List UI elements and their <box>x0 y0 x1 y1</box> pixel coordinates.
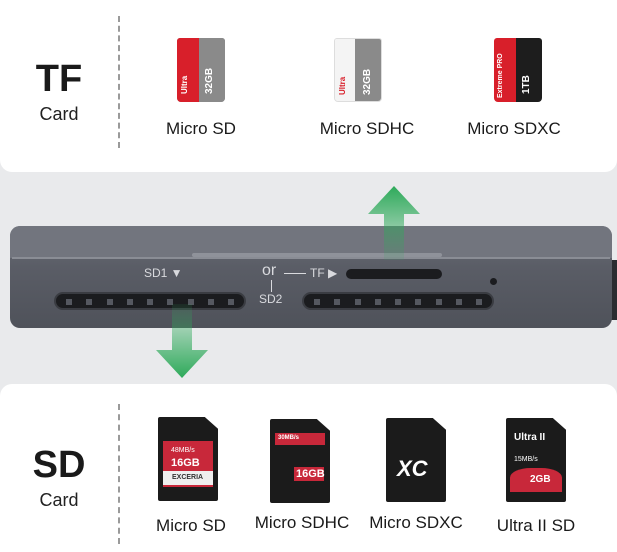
sd-card-micro-sdhc: 30MB/s 16GB <box>270 419 330 503</box>
or-label: or <box>262 262 277 279</box>
sd-card-slot-1[interactable] <box>54 292 246 310</box>
tf-card-heading: TF Card <box>4 60 114 125</box>
card-reader-seam <box>12 257 610 259</box>
tf-subtitle: Card <box>39 104 79 124</box>
sd-card-ultra-ii: Ultra II 15MB/s 2GB <box>506 418 566 502</box>
tf-card-capacity: 32GB <box>204 67 215 94</box>
sd-card-label: Micro SD <box>156 516 226 535</box>
sd2-connector-line <box>271 280 272 292</box>
tf-card-label: Micro SDHC <box>319 119 415 138</box>
tf-card-brand: Ultra <box>180 75 189 94</box>
tf-card-label: Micro SD <box>166 119 236 138</box>
sd-card-speed: 15MB/s <box>514 456 538 463</box>
tf-divider <box>118 16 120 148</box>
tf-connector-line <box>284 273 306 274</box>
tf-card-micro-sdhc: Ultra 32GB <box>334 38 382 102</box>
tf-title: TF <box>35 58 83 100</box>
tf-card-brand: Ultra <box>338 76 347 95</box>
sd-card-slot-2[interactable] <box>302 292 494 310</box>
sd2-label: SD2 <box>259 292 283 306</box>
sd-title: SD <box>32 444 86 486</box>
tf-card-label: Micro SDXC <box>467 119 561 138</box>
sd-card-label: Micro SDHC <box>254 513 350 532</box>
sd-card-capacity: XC <box>397 456 428 481</box>
status-led <box>490 278 497 285</box>
sd-card-micro-sdxc: XC <box>386 418 446 502</box>
sd-card-brand: Ultra II <box>514 432 546 443</box>
sd-card-label: Ultra II SD <box>496 516 576 535</box>
sd1-label: SD1 ▼ <box>144 266 183 280</box>
tf-card-micro-sdxc: Extreme PRO 1TB <box>494 38 542 102</box>
sd-card-capacity: 2GB <box>530 474 551 485</box>
sd-card-label: Micro SDXC <box>369 513 463 532</box>
card-reader-top <box>10 226 612 258</box>
sd-subtitle: Card <box>39 490 79 510</box>
sd-divider <box>118 404 120 544</box>
sd-card-micro-sd: 48MB/s 16GB EXCERIA <box>158 417 218 501</box>
tf-card-micro-sd: Ultra 32GB <box>177 38 225 102</box>
tf-card-brand: Extreme PRO <box>497 53 504 98</box>
sd-card-capacity: 16GB <box>296 468 325 480</box>
tf-card-capacity: 1TB <box>521 75 532 94</box>
sd-card-brand: EXCERIA <box>172 474 204 481</box>
sd-card-speed: 48MB/s <box>171 447 195 454</box>
top-slit <box>192 253 442 257</box>
arrow-up-icon <box>368 186 420 260</box>
tf-card-slot[interactable] <box>346 269 442 279</box>
sd-card-heading: SD Card <box>4 446 114 511</box>
tf-slot-label: TF ▶ <box>310 266 338 280</box>
arrow-down-icon <box>156 304 208 378</box>
sd-card-capacity: 16GB <box>171 457 200 469</box>
sd-card-speed: 30MB/s <box>278 435 300 441</box>
tf-card-capacity: 32GB <box>362 68 373 95</box>
